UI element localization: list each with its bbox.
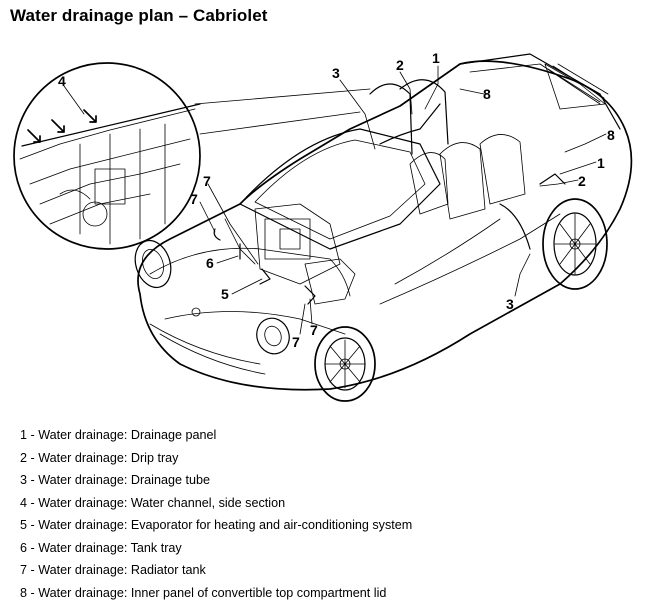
legend: 1 - Water drainage: Drainage panel 2 - W… [20, 424, 412, 604]
callout-2-right: 2 [578, 173, 586, 189]
legend-label: Water drainage: Evaporator for heating a… [38, 518, 413, 532]
legend-item: 7 - Water drainage: Radiator tank [20, 563, 206, 577]
callout-8-right: 8 [607, 127, 615, 143]
legend-item: 6 - Water drainage: Tank tray [20, 540, 182, 555]
car-body [134, 53, 633, 402]
callouts: 1 2 3 8 8 1 2 3 4 7 7 6 5 7 7 [58, 50, 615, 350]
callout-8-top: 8 [483, 86, 491, 102]
leader-lines [63, 65, 607, 335]
inset-detail-circle [13, 62, 371, 250]
legend-number: 1 [20, 428, 28, 442]
callout-1-top: 1 [432, 50, 440, 66]
legend-item: 4 - Water drainage: Water channel, side … [20, 495, 286, 510]
legend-number: 6 [20, 540, 28, 555]
legend-label: Water drainage: Inner panel of convertib… [38, 585, 387, 600]
legend-label: Water drainage: Drip tray [38, 450, 179, 465]
legend-item: 1 - Water drainage: Drainage panel [20, 428, 217, 442]
legend-label: Water drainage: Water channel, side sect… [38, 495, 286, 510]
callout-4: 4 [58, 73, 66, 89]
legend-number: 2 [20, 450, 28, 465]
legend-label: Water drainage: Radiator tank [38, 563, 206, 577]
legend-item: 2 - Water drainage: Drip tray [20, 450, 179, 465]
legend-number: 3 [20, 473, 28, 487]
callout-3-top: 3 [332, 65, 340, 81]
legend-number: 8 [20, 585, 28, 600]
callout-6: 6 [206, 255, 214, 271]
callout-3-bottom: 3 [506, 296, 514, 312]
legend-label: Water drainage: Drainage tube [38, 473, 210, 487]
callout-7-a: 7 [203, 173, 211, 189]
legend-item: 5 - Water drainage: Evaporator for heati… [20, 518, 413, 532]
page-title: Water drainage plan – Cabriolet [10, 6, 268, 25]
legend-number: 4 [20, 495, 28, 510]
callout-7-d: 7 [310, 322, 318, 338]
callout-7-b: 7 [190, 191, 198, 207]
legend-label: Water drainage: Drainage panel [38, 428, 217, 442]
callout-1-right: 1 [597, 155, 605, 171]
legend-label: Water drainage: Tank tray [38, 540, 182, 555]
legend-number: 5 [20, 518, 28, 532]
callout-2-top: 2 [396, 57, 404, 73]
legend-item: 3 - Water drainage: Drainage tube [20, 473, 210, 487]
legend-number: 7 [20, 563, 28, 577]
legend-item: 8 - Water drainage: Inner panel of conve… [20, 585, 387, 600]
callout-7-c: 7 [292, 334, 300, 350]
car-diagram: 1 2 3 8 8 1 2 3 4 7 7 6 5 7 7 [13, 50, 633, 402]
callout-5: 5 [221, 286, 229, 302]
